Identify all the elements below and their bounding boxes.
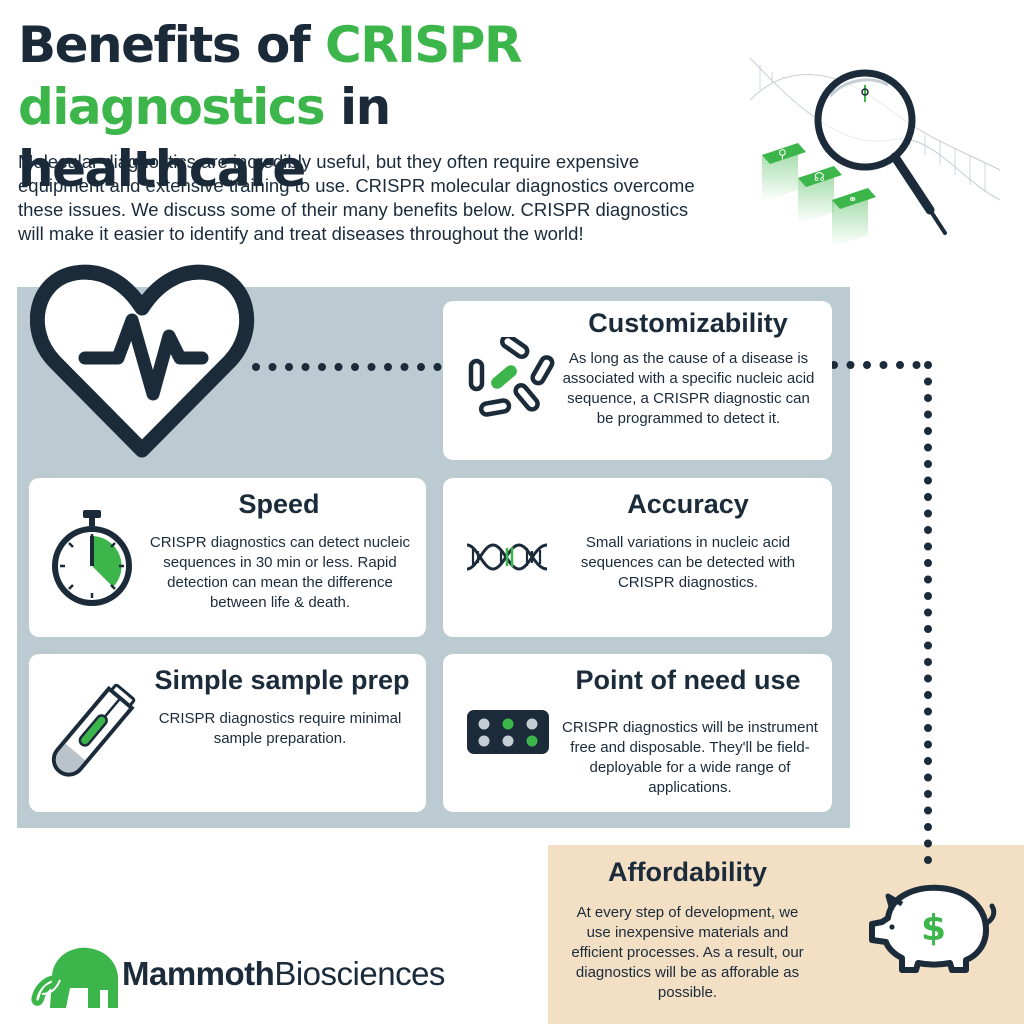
affordability-title: Affordability — [608, 857, 767, 887]
svg-text:⚭: ⚭ — [848, 193, 857, 206]
dotted-connector-heart — [252, 363, 444, 371]
test-tube-icon — [51, 683, 136, 777]
sample-plate-icon — [467, 710, 549, 754]
dotted-connector-affordability — [830, 361, 932, 873]
accuracy-title: Accuracy — [627, 489, 749, 519]
mammoth-logo-icon — [31, 947, 118, 1008]
dollar-sign-icon: $ — [921, 908, 946, 949]
dna-icon — [466, 543, 548, 571]
title-highlight-crispr: CRISPR — [325, 16, 522, 74]
title-text-1: Benefits of — [18, 16, 325, 74]
point-of-need-text: CRISPR diagnostics will be instrument fr… — [562, 719, 818, 796]
speed-title: Speed — [238, 489, 320, 519]
customizability-text: As long as the cause of a disease is ass… — [562, 350, 815, 427]
speed-text: CRISPR diagnostics can detect nucleic se… — [149, 534, 411, 611]
title-text-2: in healthcare — [18, 78, 391, 198]
stopwatch-icon — [52, 510, 132, 606]
intro-paragraph: Molecular diagnostics are incredibly use… — [18, 151, 695, 244]
accuracy-text: Small variations in nucleic acid sequenc… — [580, 534, 796, 591]
svg-text:☊: ☊ — [814, 170, 825, 184]
brand-name-bold: Mammoth — [122, 955, 275, 992]
magnifying-glass-dna-icon: ⚲ ☊ ⚭ — [749, 57, 1001, 247]
customizability-title: Customizability — [588, 308, 788, 338]
bacteria-icon — [468, 337, 555, 417]
customizability-card: Customizability As long as the cause of … — [443, 301, 832, 460]
sample-prep-text: CRISPR diagnostics require minimal sampl… — [158, 710, 402, 747]
svg-text:⚲: ⚲ — [778, 147, 787, 161]
title-highlight-diagnostics: diagnostics — [18, 78, 326, 136]
accuracy-card: Accuracy Small variations in nucleic aci… — [443, 478, 832, 637]
affordability-text: At every step of development, we use ine… — [571, 904, 804, 1001]
point-of-need-card: Point of need use CRISPR diagnostics wil… — [443, 654, 832, 812]
speed-card: Speed CRISPR diagnostics can detect nucl… — [29, 478, 426, 637]
sample-prep-title: Simple sample prep — [154, 665, 410, 695]
sample-prep-card: Simple sample prep CRISPR diagnostics re… — [29, 654, 426, 812]
heartbeat-icon — [30, 264, 255, 458]
brand-name: MammothBiosciences — [122, 952, 445, 996]
point-of-need-title: Point of need use — [575, 665, 801, 695]
piggy-bank-icon: $ — [869, 884, 997, 973]
brand-name-regular: Biosciences — [274, 955, 445, 992]
